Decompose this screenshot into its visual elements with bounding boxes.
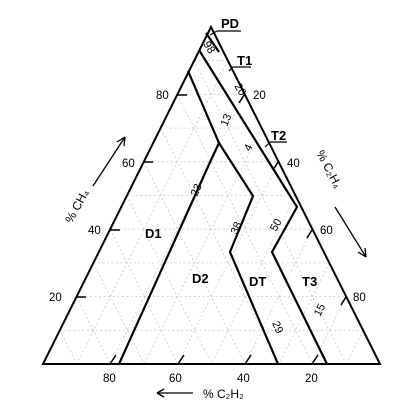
grid-line [110, 94, 246, 365]
zone-label-t2: T2 [271, 128, 286, 143]
zone-labels: PD T1 T2 D1 D2 DT T3 [145, 16, 317, 289]
grid-line [177, 161, 279, 365]
boundary-value-13: 13 [219, 112, 235, 128]
grid-line [278, 262, 330, 365]
boundary-value-15: 15 [312, 302, 328, 318]
right-tick-label-40: 40 [287, 158, 300, 170]
zone-label-t3: T3 [302, 274, 317, 289]
ch4-arrow-icon [92, 136, 126, 187]
grid-line [160, 127, 280, 365]
grid-line [143, 127, 263, 365]
left-tick-label-60: 60 [122, 158, 135, 170]
boundary-value-23: 23 [189, 182, 205, 198]
tick-labels: 80 60 40 20 20 40 60 80 80 60 40 20 [49, 90, 366, 385]
right-tick-80 [340, 296, 347, 306]
right-tick-60 [306, 229, 313, 239]
boundary-d1-d2 [117, 70, 221, 365]
bottom-tick-60 [177, 354, 185, 365]
zone-label-d1: D1 [145, 226, 162, 241]
bottom-tick-label-20: 20 [305, 373, 318, 385]
left-tick-label-40: 40 [88, 225, 101, 237]
dotted-grid [59, 60, 364, 365]
grid-line [177, 94, 313, 365]
boundary-value-50: 50 [268, 217, 284, 234]
grid-line [345, 330, 364, 365]
axis-title-c2h2: % C₂H₂ [203, 387, 244, 401]
grid-line [93, 262, 145, 365]
c2h4-arrow-icon [334, 206, 367, 258]
triangle-outline [41, 24, 382, 365]
left-tick-label-20: 20 [49, 292, 62, 304]
right-tick-label-60: 60 [320, 225, 333, 237]
grid-line [193, 60, 347, 365]
zone-label-dt: DT [249, 274, 266, 289]
zone-label-t1: T1 [237, 53, 252, 68]
right-tick-20 [238, 94, 245, 104]
boundary-value-29: 29 [269, 319, 285, 335]
left-tick-label-80: 80 [156, 90, 169, 102]
boundary-pd-t1 [205, 32, 220, 53]
grid-line [76, 60, 229, 365]
grid-line [143, 161, 246, 365]
boundary-value-20: 20 [231, 81, 248, 98]
zone-boundaries [117, 32, 328, 365]
boundary-d2-dt [218, 142, 280, 365]
right-tick-label-20: 20 [253, 90, 266, 102]
bottom-tick-20 [311, 354, 319, 365]
zone-label-pd: PD [221, 16, 239, 31]
bottom-tick-label-40: 40 [237, 373, 250, 385]
pd-pointer [209, 30, 241, 36]
bottom-tick-label-60: 60 [169, 373, 182, 385]
grid-line [76, 296, 111, 365]
zone-pointers [209, 30, 287, 148]
right-tick-label-80: 80 [353, 292, 366, 304]
boundary-value-38: 38 [229, 220, 245, 236]
axis-title-c2h4: % C₂H₄ [313, 148, 345, 191]
c2h2-arrow-icon [156, 388, 193, 398]
grid-line [59, 330, 78, 365]
axis-ticks [76, 94, 347, 365]
t2-pointer [264, 141, 287, 148]
t1-pointer [228, 66, 251, 72]
boundary-value-98: 98 [200, 39, 217, 56]
right-tick-40 [272, 161, 279, 171]
axis-title-ch4: % CH₄ [62, 187, 91, 226]
zone-label-d2: D2 [192, 271, 209, 286]
boundary-value-4: 4 [242, 142, 255, 153]
boundary-value-labels: 98 20 13 4 23 38 50 29 15 [189, 39, 328, 335]
bottom-tick-label-80: 80 [103, 373, 116, 385]
bottom-tick-80 [109, 354, 117, 365]
boundary-dt-t3 [198, 49, 328, 365]
axis-arrows [92, 136, 367, 398]
bottom-tick-40 [244, 354, 252, 365]
